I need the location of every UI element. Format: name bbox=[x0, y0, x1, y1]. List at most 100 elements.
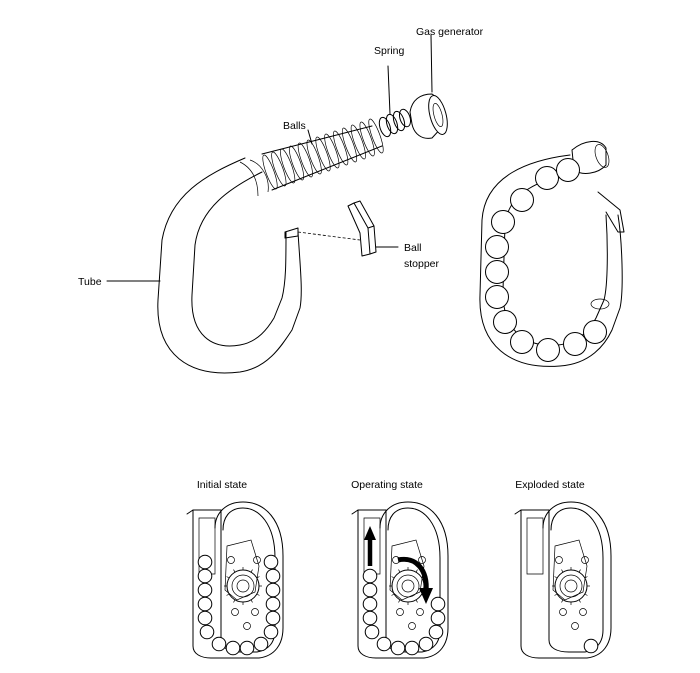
gas-generator bbox=[409, 93, 448, 139]
ball bbox=[362, 582, 378, 598]
frame-web bbox=[224, 539, 260, 601]
spool-mid bbox=[559, 574, 583, 598]
ball bbox=[197, 582, 213, 598]
ball bbox=[390, 640, 406, 656]
frame-web bbox=[389, 539, 425, 601]
spool-inner bbox=[564, 579, 578, 593]
ball bbox=[510, 330, 534, 354]
spool-tooth bbox=[233, 569, 236, 573]
frame-hole bbox=[243, 622, 251, 630]
arrow-curve-head bbox=[419, 588, 433, 604]
ball-ridge bbox=[333, 130, 349, 166]
spool-tooth bbox=[554, 576, 558, 579]
operating-state-drawing bbox=[351, 501, 449, 659]
ball bbox=[265, 610, 281, 626]
gas-generator-assembled bbox=[571, 141, 610, 174]
ball-stopper bbox=[347, 200, 377, 257]
spool-tooth bbox=[584, 576, 588, 579]
ball-ridge bbox=[368, 118, 384, 154]
spool-tooth bbox=[256, 593, 260, 596]
spool-tooth bbox=[398, 569, 401, 573]
spool-tooth bbox=[226, 576, 230, 579]
spool-inner bbox=[236, 579, 250, 593]
spool-tooth bbox=[391, 576, 395, 579]
spool-tooth bbox=[256, 576, 260, 579]
exploded-state-drawing bbox=[514, 501, 612, 659]
frame-slot bbox=[198, 517, 216, 575]
spool-tooth bbox=[578, 569, 581, 573]
ball-ridge bbox=[306, 139, 322, 175]
ball bbox=[535, 166, 559, 190]
stopper-dashed-line bbox=[297, 231, 361, 241]
frame-hole bbox=[571, 622, 579, 630]
frame-web bbox=[552, 539, 588, 601]
ball bbox=[404, 640, 420, 656]
spool-tooth bbox=[250, 599, 253, 603]
spring-label: Spring bbox=[374, 45, 405, 57]
exploded-view bbox=[157, 93, 448, 374]
spool-tooth bbox=[250, 569, 253, 573]
ball-stopper-label-line2: stopper bbox=[404, 258, 440, 270]
balls-label: Balls bbox=[283, 120, 306, 132]
ball bbox=[428, 624, 444, 640]
frame-hole bbox=[581, 556, 589, 564]
spool-mid bbox=[231, 574, 255, 598]
ball bbox=[556, 158, 580, 182]
exploded-state-label: Exploded state bbox=[515, 479, 585, 491]
ball-ridge bbox=[288, 145, 305, 181]
ball bbox=[364, 624, 380, 640]
ball bbox=[239, 640, 255, 656]
ball-chain bbox=[261, 118, 384, 191]
spool-tooth bbox=[233, 599, 236, 603]
ball-chain-assembled bbox=[485, 158, 607, 362]
ball-ridge bbox=[297, 142, 313, 178]
arrow-curve-shaft bbox=[397, 556, 429, 593]
frame-hole bbox=[253, 556, 261, 564]
ball bbox=[493, 310, 517, 334]
ball-ridge bbox=[280, 148, 296, 184]
ball bbox=[362, 596, 378, 612]
ball-ridge bbox=[324, 133, 340, 169]
frame-hole bbox=[559, 608, 567, 616]
ball bbox=[263, 624, 279, 640]
housing-outline bbox=[520, 507, 604, 653]
frame-hole bbox=[231, 608, 239, 616]
ball-ridge bbox=[271, 151, 287, 187]
spool-tooth bbox=[398, 599, 401, 603]
frame-hole bbox=[408, 622, 416, 630]
spring-leader bbox=[387, 65, 391, 115]
spring bbox=[378, 108, 412, 138]
initial-state-drawing bbox=[186, 501, 284, 659]
tube bbox=[157, 157, 302, 374]
ball-stopper-label-line1: Ball bbox=[404, 242, 422, 254]
ball bbox=[197, 568, 213, 584]
tube-label: Tube bbox=[78, 276, 102, 288]
stopper-hole bbox=[590, 298, 610, 310]
gas-generator-leader bbox=[430, 34, 433, 93]
arrow-up-head bbox=[364, 526, 376, 540]
ball-ridge bbox=[341, 127, 358, 163]
frame-hole bbox=[555, 556, 563, 564]
spool-tooth bbox=[415, 569, 418, 573]
ball bbox=[253, 636, 269, 652]
ball bbox=[583, 320, 607, 344]
frame-hole bbox=[251, 608, 259, 616]
ball bbox=[418, 636, 434, 652]
ball bbox=[362, 568, 378, 584]
spool-tooth bbox=[561, 569, 564, 573]
spool-tooth bbox=[561, 599, 564, 603]
ball bbox=[430, 610, 446, 626]
ball bbox=[536, 338, 560, 362]
ball bbox=[225, 640, 241, 656]
initial-state-label: Initial state bbox=[197, 479, 247, 491]
ball bbox=[510, 188, 534, 212]
ball bbox=[199, 624, 215, 640]
frame-slot bbox=[526, 517, 544, 575]
spool-inner bbox=[401, 579, 415, 593]
ball bbox=[265, 568, 281, 584]
ball bbox=[197, 554, 213, 570]
ball-ridge bbox=[359, 121, 375, 157]
ball bbox=[362, 610, 378, 626]
housing-outer bbox=[514, 501, 612, 659]
frame-hole bbox=[579, 608, 587, 616]
